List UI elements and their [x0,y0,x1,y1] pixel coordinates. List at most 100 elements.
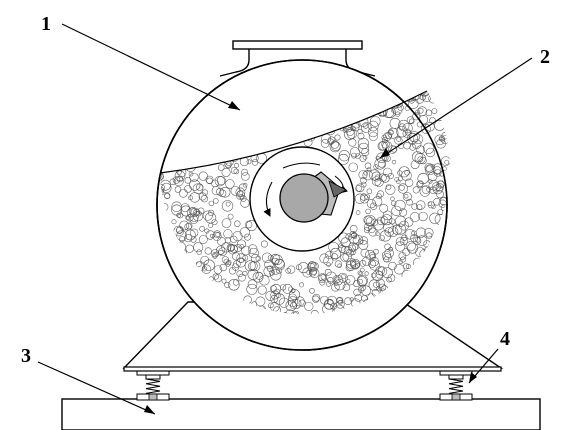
media-bead [437,104,445,112]
media-bead [358,142,370,154]
media-bead [165,299,176,311]
media-bead [367,126,379,138]
media-bead [424,228,434,238]
media-bead [285,268,291,274]
media-bead [388,145,397,154]
media-bead [164,192,171,199]
media-bead [383,256,390,263]
media-bead [241,168,248,176]
media-bead [160,96,170,106]
media-bead [324,268,332,276]
media-bead [161,144,168,150]
media-bead [170,94,176,100]
media-bead [221,278,227,284]
media-bead [363,226,370,233]
media-bead [263,266,275,277]
media-bead [369,169,380,181]
media-bead [399,123,406,130]
media-bead [211,179,219,188]
media-bead [412,87,416,91]
media-bead [160,292,167,303]
media-bead [246,159,252,165]
media-bead [259,275,270,286]
media-bead [234,162,239,168]
media-bead [350,259,356,266]
media-bead [404,194,409,199]
media-bead [436,266,446,276]
media-bead [425,232,433,239]
media-bead [326,262,331,267]
media-bead [369,253,376,261]
media-bead [336,297,343,304]
spring-assembly [136,370,170,401]
media-bead [165,285,176,295]
media-bead [200,255,210,265]
media-bead [186,106,192,113]
media-bead [355,153,361,159]
media-bead [384,243,391,251]
media-bead [386,277,392,283]
media-bead [238,194,244,200]
media-bead [276,267,283,274]
media-bead [398,166,410,178]
label-base: 3 [21,345,31,367]
media-bead [417,106,428,117]
media-bead [373,164,379,170]
media-bead [328,241,339,253]
media-bead [357,128,363,134]
media-bead [340,274,346,280]
media-bead [230,167,238,174]
media-bead [167,81,177,91]
media-bead [337,153,349,165]
media-bead [218,189,227,198]
media-bead [357,270,363,276]
media-bead [373,219,384,231]
media-bead [162,303,173,314]
media-bead [226,259,232,266]
media-bead [442,278,448,285]
media-bead [160,117,162,122]
media-bead [439,297,445,303]
media-bead [208,200,214,207]
media-bead [404,129,411,136]
media-bead [185,222,193,230]
media-bead [184,185,192,193]
media-bead [298,299,306,307]
media-bead [331,282,340,292]
media-bead [408,98,419,109]
media-bead [414,152,426,164]
media-bead [306,270,312,276]
media-bead [360,267,365,273]
media-bead [179,236,186,243]
media-bead [426,279,435,289]
media-bead [285,300,297,312]
media-bead [204,247,212,255]
media-bead [204,228,210,234]
media-bead [346,248,354,257]
media-bead [417,107,424,114]
media-bead [216,245,226,255]
media-bead [189,179,201,191]
media-bead [345,275,356,286]
media-bead [376,152,387,164]
media-bead [371,218,379,226]
media-bead [437,209,444,215]
media-bead [352,234,358,240]
media-bead [431,108,438,114]
media-bead [385,184,396,195]
media-bead [419,91,430,96]
media-bead [219,263,227,272]
media-bead [160,141,167,149]
media-bead [400,256,407,263]
media-bead [437,308,443,314]
media-bead [411,139,422,149]
media-bead [394,264,405,275]
media-bead [354,294,363,302]
media-bead [437,263,444,270]
media-bead [242,271,248,276]
media-bead [235,257,246,268]
media-bead [376,286,381,292]
media-bead [434,169,442,177]
media-bead [309,268,320,279]
